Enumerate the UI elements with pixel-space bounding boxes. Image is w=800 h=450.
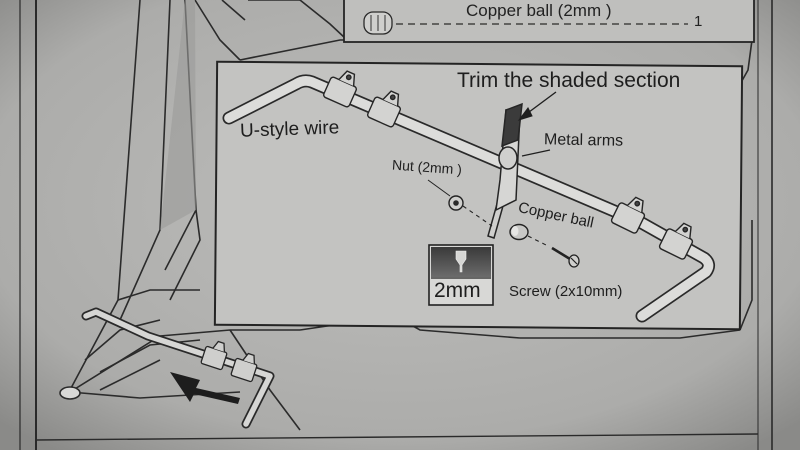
bearing-blocks: [322, 70, 694, 260]
parts-list-label: Copper ball (2mm ): [466, 1, 612, 20]
screw-2x10mm: [551, 246, 580, 268]
metal-arms-label: Metal arms: [543, 131, 624, 150]
metal-arm: [487, 102, 523, 239]
detail-panel: [213, 60, 744, 331]
metal-arms-leader: [521, 149, 551, 157]
parts-list-box: [343, 0, 755, 43]
nut-dashed-path: [462, 205, 493, 227]
fin-shading: [160, 0, 196, 230]
insert-direction-arrow: [170, 372, 240, 404]
hex-wrench-icon: [455, 250, 467, 273]
trim-instruction-label: Trim the shaded section: [457, 69, 681, 92]
nut-leader: [427, 179, 451, 197]
page-border: [19, 0, 773, 450]
copper-ball: [509, 223, 529, 241]
linkage-rod: [81, 307, 275, 429]
screw-label: Screw (2x10mm): [509, 283, 623, 300]
u-style-wire-label: U-style wire: [239, 117, 340, 142]
nut-2mm: [448, 195, 464, 211]
copper-ball-dashed-path: [527, 235, 549, 247]
trim-leader-arrow: [517, 91, 557, 121]
trim-shaded-section: [501, 102, 523, 148]
hex-size-label: 2mm: [434, 279, 481, 302]
linkage-blocks: [200, 340, 258, 383]
hex-wrench-size-box: [428, 244, 494, 306]
parts-list-quantity: 1: [694, 13, 703, 30]
